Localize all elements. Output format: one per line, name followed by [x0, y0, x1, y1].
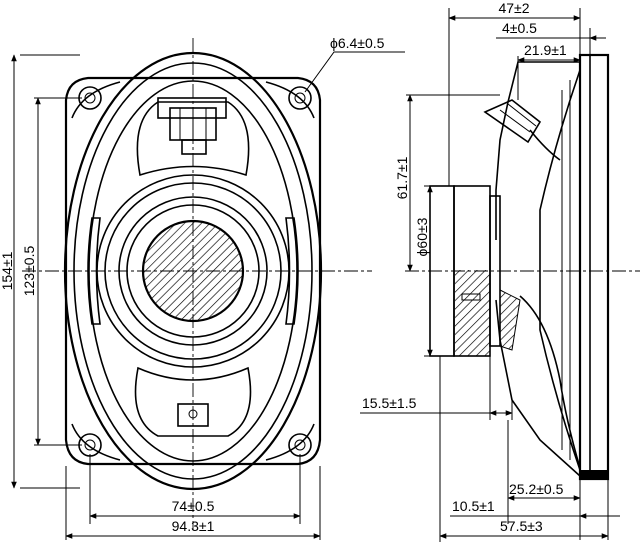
frame-ear-tr — [265, 81, 315, 119]
vent-slot — [461, 293, 481, 301]
width-holes-label: 74±0.5 — [172, 498, 215, 514]
hole-leader — [304, 51, 405, 93]
surround-outer — [73, 62, 313, 480]
magnet-height-label: 61.7±1 — [394, 156, 410, 199]
basket-upper — [495, 61, 580, 240]
lower-tab — [177, 403, 209, 427]
flange-step-label: 10.5±1 — [452, 498, 495, 514]
height-total-label: 154±1 — [0, 251, 15, 290]
front-view: 154±1 123±0.5 74±0.5 94.3±1 ϕ6.4±0.5 — [0, 35, 405, 540]
frame-ear-tl — [71, 81, 121, 119]
cone-outer-ring — [96, 174, 290, 368]
spider-hatch — [499, 289, 521, 351]
magnet-section-hatch — [455, 270, 490, 356]
lead-wire — [519, 295, 581, 469]
frame-depth-label: 21.9±1 — [524, 42, 567, 58]
terminal-block — [157, 97, 227, 155]
outer-oval-rim — [63, 51, 323, 491]
width-total-label: 94.3±1 — [172, 518, 215, 534]
upper-cone-lobe — [136, 101, 250, 177]
cone-ring-2 — [104, 182, 282, 360]
side-view: 47±2 4±0.5 21.9±1 61.7±1 ϕ60±3 15.5±1.5 … — [360, 0, 640, 542]
flange-thickness-label: 4±0.5 — [502, 20, 537, 36]
front-flange — [578, 53, 610, 481]
lower-cone-lobe — [134, 366, 252, 437]
right-slot — [285, 217, 299, 325]
magnet-diameter-label: ϕ60±3 — [414, 217, 430, 256]
mounting-frame — [64, 76, 322, 466]
gasket — [580, 470, 608, 479]
terminal-depth-label: 25.2±0.5 — [509, 481, 564, 497]
depth-total-label: 47±2 — [498, 0, 529, 16]
frame-ear-bl — [71, 423, 121, 461]
side-terminal — [483, 99, 561, 161]
cone-profile-upper — [539, 69, 581, 471]
dust-cap-hatch — [143, 221, 243, 321]
offset-depth-label: 15.5±1.5 — [362, 395, 417, 411]
hole-diameter-label: ϕ6.4±0.5 — [330, 35, 385, 51]
frame-ear-br — [265, 423, 315, 461]
height-holes-label: 123±0.5 — [21, 246, 37, 297]
left-slot — [87, 217, 101, 325]
dust-cap — [141, 219, 245, 323]
cone-ring-4 — [126, 204, 260, 338]
cone-ring-3 — [118, 196, 268, 346]
surround-inner — [88, 80, 298, 462]
lower-tab-hole — [188, 409, 198, 419]
overall-depth-label: 57.5±3 — [500, 518, 543, 534]
